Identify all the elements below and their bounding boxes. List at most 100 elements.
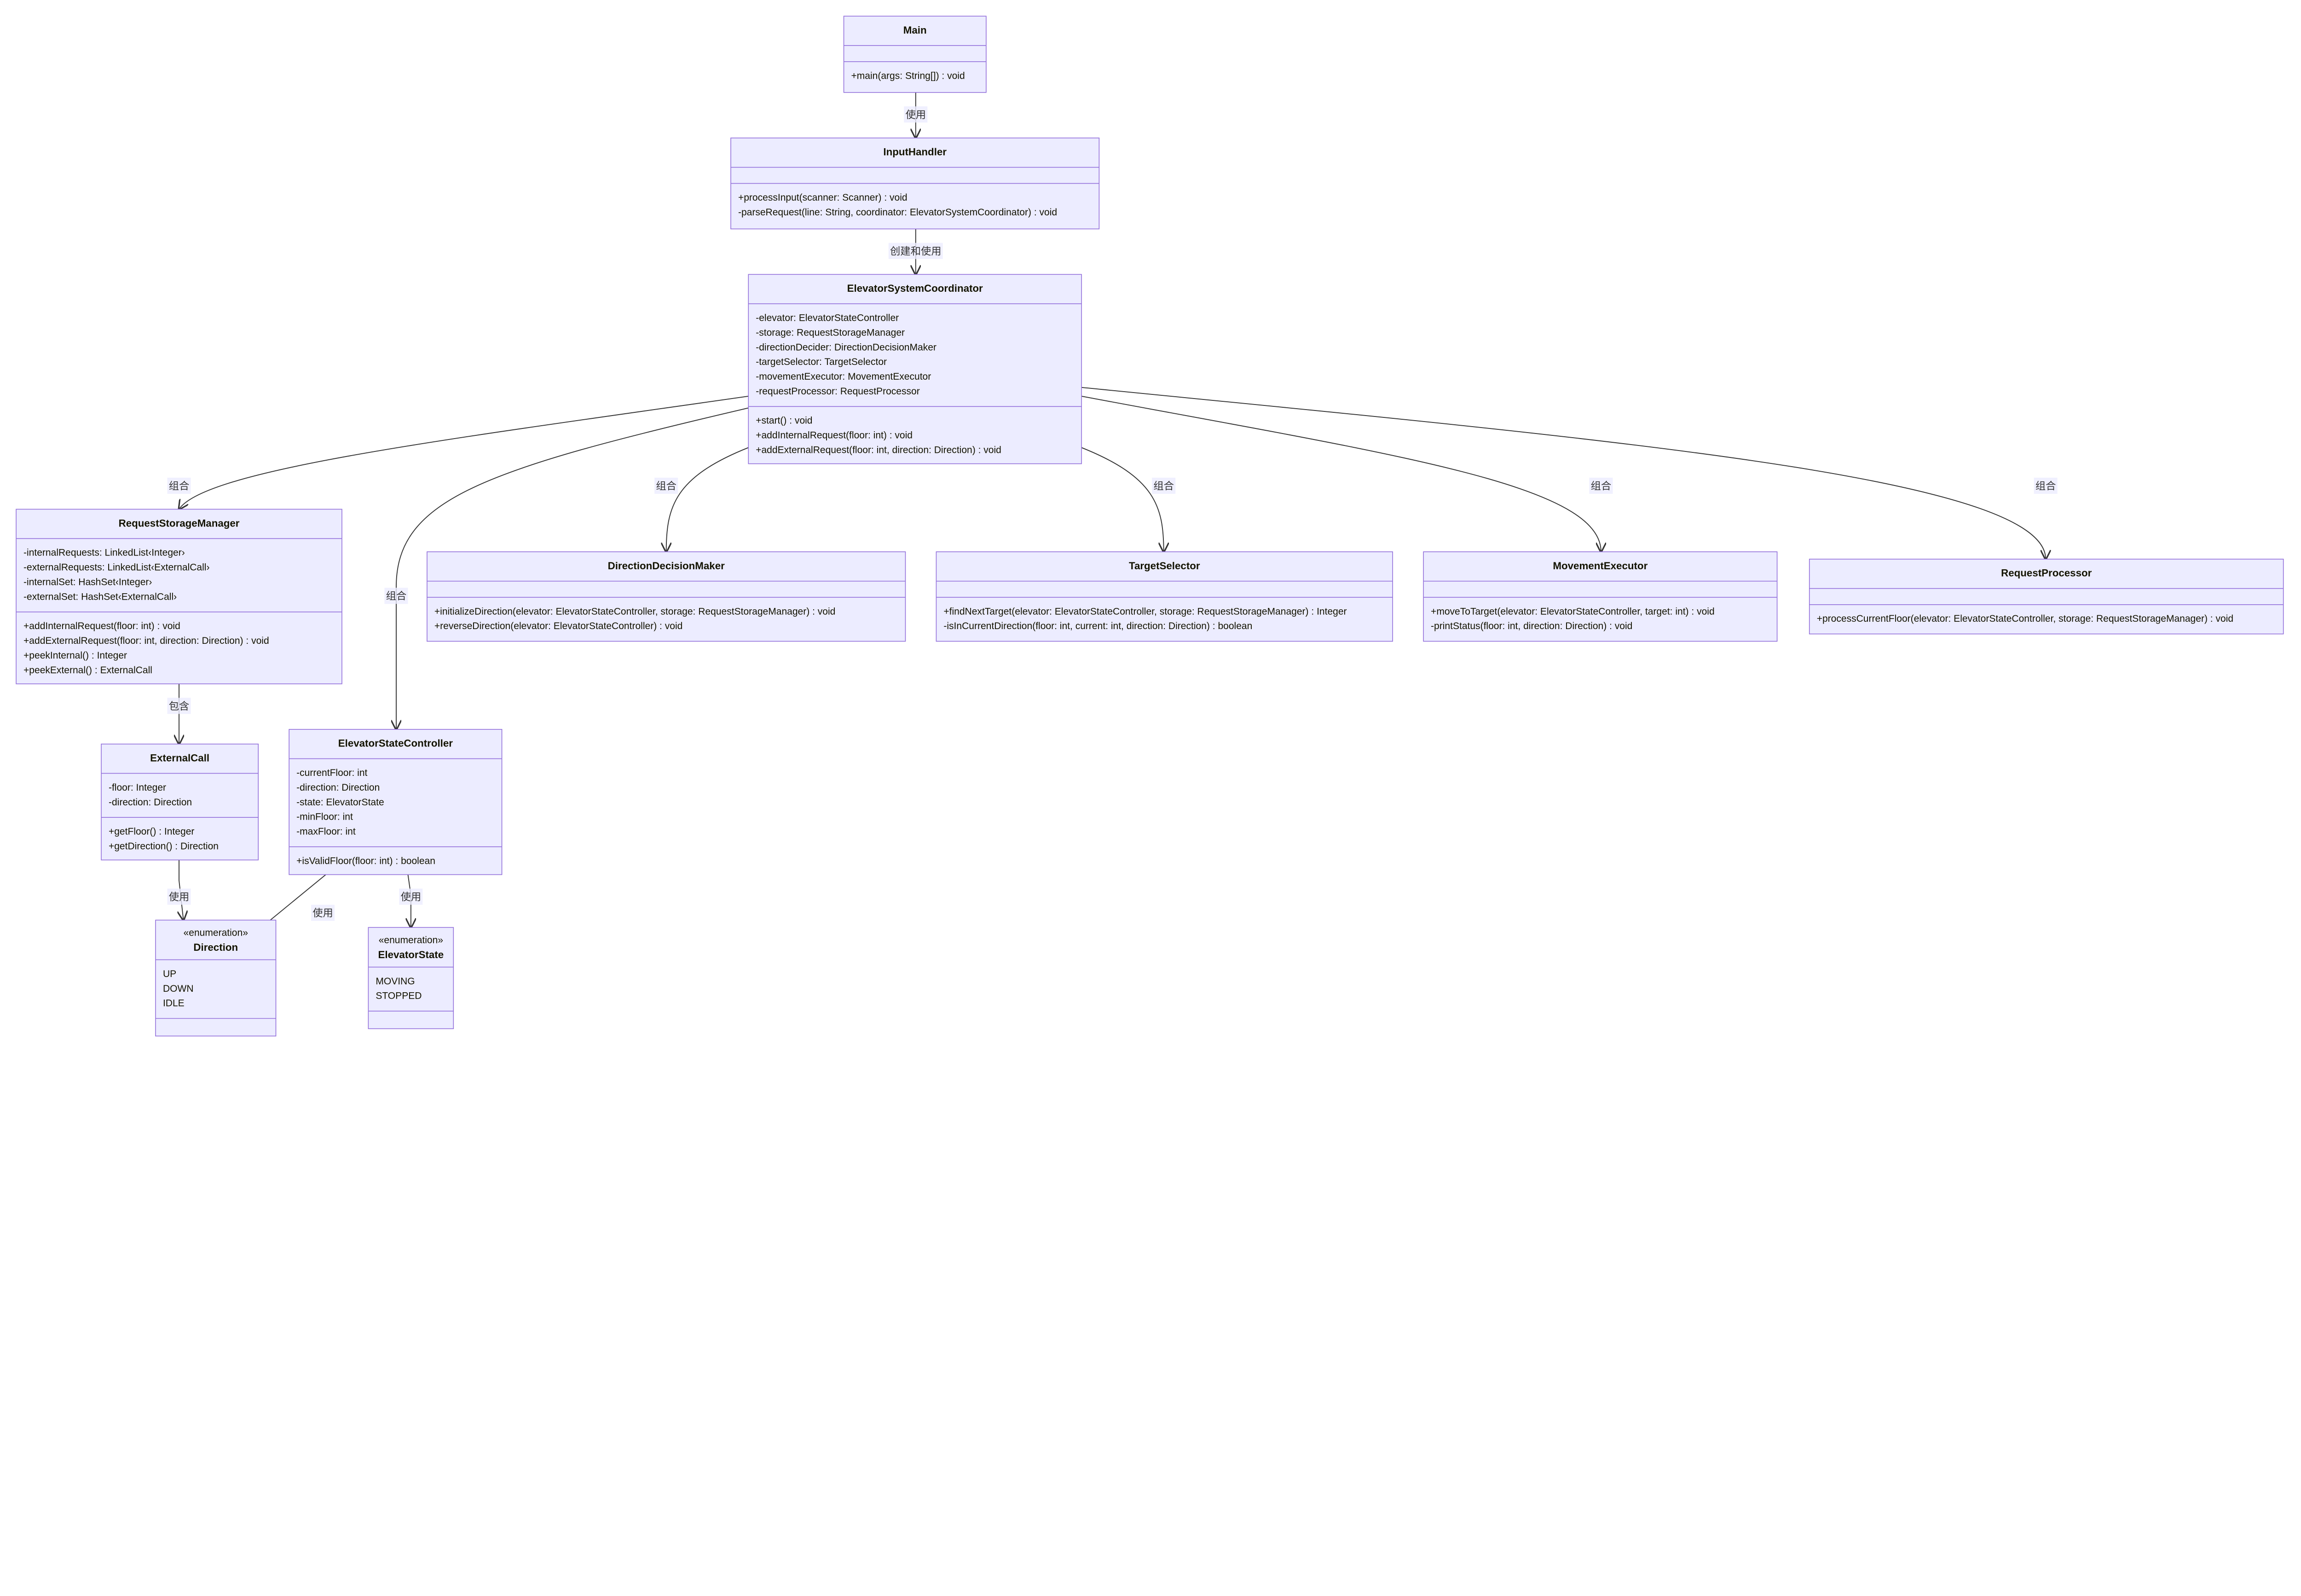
class-attribute: -externalRequests: LinkedList‹ExternalCa…: [23, 562, 209, 573]
class-name: RequestStorageManager: [119, 517, 240, 529]
class-box: [843, 16, 987, 93]
class-request-storage-manager[interactable]: RequestStorageManager -internalRequests: …: [16, 509, 342, 684]
class-method: +getDirection() : Direction: [109, 841, 219, 851]
class-box: [936, 551, 1393, 642]
class-box: [748, 274, 1082, 464]
class-name: ExternalCall: [150, 752, 209, 763]
class-box: [368, 927, 454, 1029]
class-attribute: -internalSet: HashSet‹Integer›: [23, 577, 152, 588]
relation-edge-elevator-system-coordinator-to-elevator-state-controller: [396, 407, 749, 729]
class-stereotype: «enumeration»: [184, 928, 248, 938]
class-attribute: -maxFloor: int: [296, 827, 356, 837]
relation-label-background: [311, 904, 335, 921]
relation-label-background: [167, 477, 191, 494]
class-attribute: -elevator: ElevatorStateController: [756, 313, 899, 324]
relation-edge-elevator-system-coordinator-to-target-selector: [1081, 447, 1164, 552]
class-attribute: STOPPED: [376, 991, 422, 1001]
class-method: +peekInternal() : Integer: [23, 650, 127, 661]
class-attribute: -currentFloor: int: [296, 768, 367, 778]
class-name: DirectionDecisionMaker: [608, 560, 725, 572]
class-method: +addInternalRequest(floor: int) : void: [23, 621, 180, 631]
class-method: -isInCurrentDirection(floor: int, curren…: [943, 621, 1252, 631]
class-method: +addExternalRequest(floor: int, directio…: [23, 636, 269, 646]
relation-label: 使用: [312, 908, 333, 919]
class-attribute: -targetSelector: TargetSelector: [756, 357, 887, 367]
class-box: [101, 743, 259, 861]
class-method: +isValidFloor(floor: int) : boolean: [296, 856, 435, 866]
class-method: -parseRequest(line: String, coordinator:…: [738, 207, 1057, 218]
relation-label-background: [1589, 477, 1613, 494]
relation-edge-external-call-to-direction: [179, 860, 184, 920]
class-box: [1809, 559, 2284, 635]
class-method: +addInternalRequest(floor: int) : void: [756, 430, 913, 441]
class-attribute: -floor: Integer: [109, 782, 166, 793]
class-name: InputHandler: [883, 146, 947, 158]
class-attribute: -state: ElevatorState: [296, 797, 384, 808]
class-method: +start() : void: [756, 416, 812, 426]
relation-label-background: [167, 888, 191, 905]
relation-label: 使用: [401, 891, 422, 903]
class-name: ElevatorSystemCoordinator: [847, 283, 983, 294]
relation-label-background: [167, 698, 191, 714]
relation-label-background: [399, 888, 423, 905]
class-method: +reverseDirection(elevator: ElevatorStat…: [434, 621, 682, 631]
relation-label: 组合: [386, 590, 407, 602]
class-name: TargetSelector: [1129, 560, 1200, 572]
class-attribute: -direction: Direction: [296, 782, 380, 793]
class-box: [289, 729, 503, 875]
relation-label: 组合: [1153, 480, 1174, 492]
classes: Main +main(args: String[]) : voidInputHan…: [16, 16, 2284, 1037]
class-box: [155, 919, 277, 1037]
relation-label-background: [654, 477, 678, 494]
relation-label: 包含: [169, 700, 190, 712]
class-attribute: -directionDecider: DirectionDecisionMake…: [756, 342, 937, 353]
class-external-call[interactable]: ExternalCall -floor: Integer -direction: D…: [101, 743, 259, 861]
class-elevator-system-coordinator[interactable]: ElevatorSystemCoordinator -elevator: Elev…: [748, 274, 1082, 464]
class-attribute: UP: [163, 969, 176, 979]
class-method: +addExternalRequest(floor: int, directio…: [756, 445, 1001, 456]
class-attribute: -requestProcessor: RequestProcessor: [756, 386, 920, 397]
class-name: MovementExecutor: [1553, 560, 1648, 572]
relations: [179, 92, 2046, 948]
class-method: +findNextTarget(elevator: ElevatorStateC…: [943, 606, 1347, 617]
relation-label: 创建和使用: [890, 245, 942, 257]
class-name: ElevatorState: [378, 949, 444, 960]
class-name: RequestProcessor: [2001, 567, 2092, 579]
class-elevator-state-controller[interactable]: ElevatorStateController -currentFloor: in…: [289, 729, 503, 875]
class-main[interactable]: Main +main(args: String[]) : void: [843, 16, 987, 93]
class-attribute: -storage: RequestStorageManager: [756, 327, 905, 338]
class-box: [1423, 551, 1778, 642]
class-name: Main: [903, 24, 927, 36]
relation-label: 组合: [2035, 480, 2056, 492]
relation-label: 组合: [656, 480, 676, 492]
relation-edge-elevator-system-coordinator-to-direction-decision-maker: [666, 447, 749, 552]
class-direction-decision-maker[interactable]: DirectionDecisionMaker+initializeDirecti…: [427, 551, 906, 642]
class-attribute: -externalSet: HashSet‹ExternalCall›: [23, 591, 177, 602]
class-method: +peekExternal() : ExternalCall: [23, 665, 152, 676]
class-attribute: -direction: Direction: [109, 797, 192, 808]
relation-label-background: [904, 106, 928, 123]
class-method: +main(args: String[]) : void: [851, 70, 965, 81]
relation-label: 使用: [169, 891, 190, 903]
relation-edge-elevator-system-coordinator-to-movement-executor: [1081, 396, 1601, 552]
class-box: [427, 551, 906, 642]
relation-label-background: [1152, 477, 1176, 494]
class-attribute: -movementExecutor: MovementExecutor: [756, 371, 931, 382]
relation-label-background: [2034, 477, 2058, 494]
class-method: +processCurrentFloor(elevator: ElevatorS…: [1817, 613, 2233, 624]
class-method: +moveToTarget(elevator: ElevatorStateCon…: [1431, 606, 1715, 617]
class-movement-executor[interactable]: MovementExecutor +moveToTarget(elevator: …: [1423, 551, 1778, 642]
class-name: ElevatorStateController: [338, 738, 453, 749]
class-input-handler[interactable]: InputHandler+processInput(scanner: Scann…: [730, 137, 1100, 230]
relation-label: 组合: [169, 480, 190, 492]
class-request-processor[interactable]: RequestProcessor +processCurrentFloor(ele…: [1809, 559, 2284, 635]
relation-labels: 使用创建和使用组合组合组合组合组合组合包含使用使用使用: [167, 106, 2058, 921]
relation-edge-elevator-system-coordinator-to-request-storage-manager: [179, 396, 749, 509]
relation-edge-elevator-system-coordinator-to-request-processor: [1081, 387, 2046, 559]
class-attribute: -internalRequests: LinkedList‹Integer›: [23, 548, 185, 558]
class-name: Direction: [193, 942, 238, 953]
relation-label-background: [888, 243, 943, 259]
class-target-selector[interactable]: TargetSelector +findNextTarget(elevator: …: [936, 551, 1393, 642]
